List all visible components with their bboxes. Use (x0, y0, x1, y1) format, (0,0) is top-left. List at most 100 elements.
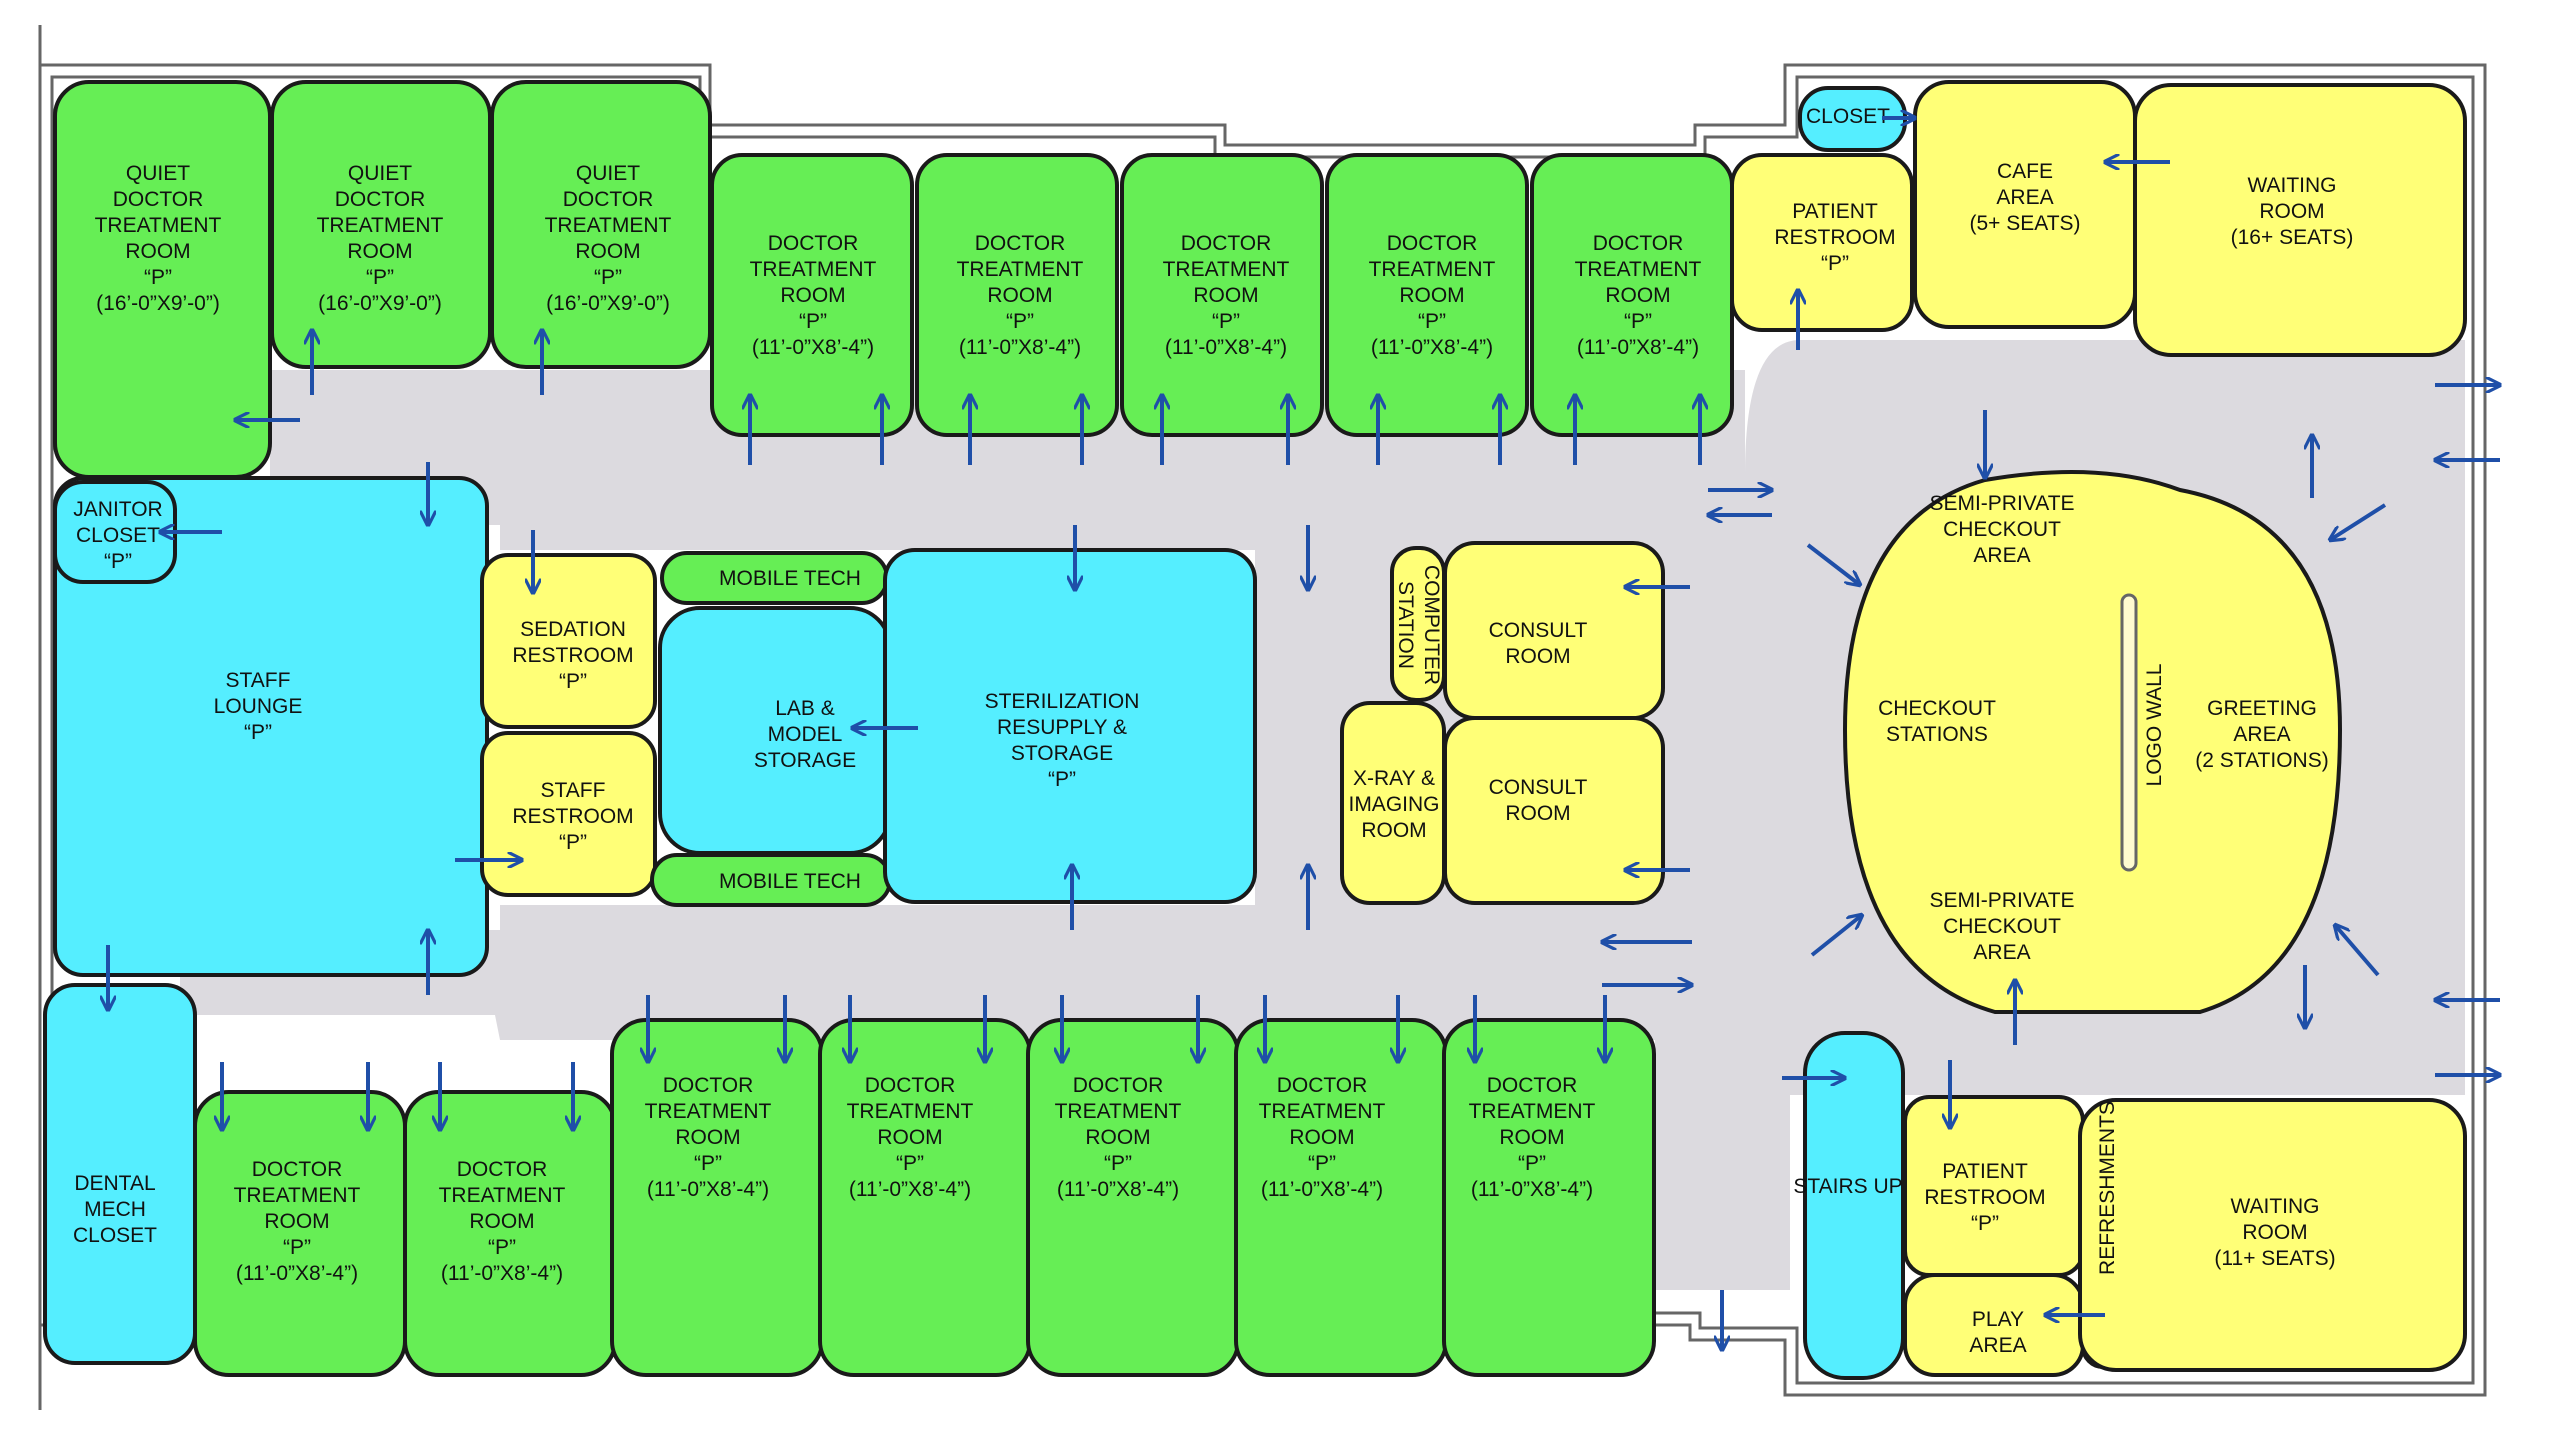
room-label-line: (11’-0”X8’-4”) (236, 1262, 358, 1285)
room-label-line: (5+ SEATS) (1969, 212, 2080, 235)
room-label-line: (11’-0”X8’-4”) (441, 1262, 563, 1285)
room-labels: QUIET DOCTOR TREATMENT ROOM “P” (16’-0”X9’-0”… (73, 105, 2353, 1357)
play-area-label: PLAY AREA (1969, 1308, 2026, 1357)
refreshments-label: REFRESHMENTS (2096, 1101, 2119, 1275)
staff-lounge (53, 476, 489, 977)
sedation-restroom (480, 553, 657, 729)
room-label-line: “P” (799, 310, 827, 333)
closet-label: CLOSET (1806, 105, 1890, 128)
room-label-line: COMPUTER (1420, 565, 1443, 685)
room-label-line: DENTAL (74, 1172, 155, 1195)
room-label-line: “P” (144, 266, 172, 289)
room-label-line: CLOSET (1806, 105, 1890, 128)
room-label-line: DOCTOR (865, 1074, 956, 1097)
room-label-line: “P” (1104, 1152, 1132, 1175)
room-label-line: TREATMENT (317, 214, 444, 237)
room-label-line: LAB & (775, 697, 835, 720)
room-label-line: DOCTOR (335, 188, 426, 211)
room-label-line: WAITING (2230, 1195, 2319, 1218)
room-label-line: “P” (1971, 1212, 1999, 1235)
room-label-line: DOCTOR (663, 1074, 754, 1097)
waiting-room-bottom (2078, 1098, 2467, 1372)
room-label-line: (11’-0”X8’-4”) (647, 1178, 769, 1201)
quiet-treatment-room-2-label: QUIET DOCTOR TREATMENT ROOM “P” (16’-0”X9’-0”… (317, 162, 444, 315)
room-label-line: “P” (1048, 768, 1076, 791)
room-label-line: “P” (488, 1236, 516, 1259)
room-label-line: “P” (594, 266, 622, 289)
room-label-line: RESUPPLY & (997, 716, 1127, 739)
room-label-line: RESTROOM (1774, 226, 1895, 249)
treatment-room-bottom-1 (193, 1090, 407, 1377)
room-label-line: RESTROOM (512, 644, 633, 667)
room-label-line: AREA (1973, 941, 2030, 964)
room-label-line: “P” (1212, 310, 1240, 333)
consult-room-2 (1443, 716, 1665, 905)
building-walls (38, 25, 2487, 1410)
room-label-line: X-RAY & (1353, 767, 1435, 790)
room-label-line: STERILIZATION (985, 690, 1140, 713)
room-label-line: JANITOR (73, 498, 162, 521)
room-label-line: ROOM (1193, 284, 1258, 307)
room-label-line: ROOM (575, 240, 640, 263)
room-label-line: (16’-0”X9’-0”) (318, 292, 442, 315)
room-label-line: ROOM (264, 1210, 329, 1233)
room-label-line: (11’-0”X8’-4”) (1577, 336, 1699, 359)
room-label-line: RESTROOM (1924, 1186, 2045, 1209)
room-label-line: DOCTOR (1387, 232, 1478, 255)
room-label-line: TREATMENT (750, 258, 877, 281)
room-label-line: RESTROOM (512, 805, 633, 828)
mobile-tech-1-label: MOBILE TECH (719, 567, 861, 590)
room-label-line: STORAGE (1011, 742, 1113, 765)
room-label-line: “P” (1821, 252, 1849, 275)
room-label-line: TREATMENT (1369, 258, 1496, 281)
flow-arrow (1806, 543, 1860, 585)
patient-restroom-top (1730, 153, 1914, 332)
room-label-line: ROOM (2259, 200, 2324, 223)
treatment-room-top-3 (1120, 153, 1324, 437)
room-label-line: MECH (84, 1198, 146, 1221)
treatment-room-top-2 (915, 153, 1119, 437)
room-label-line: TREATMENT (1575, 258, 1702, 281)
mobile-tech-2-label: MOBILE TECH (719, 870, 861, 893)
room-label-line: LOGO WALL (2143, 664, 2166, 787)
room-label-line: CONSULT (1489, 619, 1588, 642)
room-label-line: (16’-0”X9’-0”) (96, 292, 220, 315)
room-label-line: AREA (1969, 1334, 2026, 1357)
room-label-line: ROOM (347, 240, 412, 263)
room-label-line: QUIET (576, 162, 640, 185)
room-label-line: (11’-0”X8’-4”) (959, 336, 1081, 359)
rooms (43, 80, 2467, 1380)
room-label-line: ROOM (780, 284, 845, 307)
room-label-line: CLOSET (76, 524, 160, 547)
room-label-line: CONSULT (1489, 776, 1588, 799)
room-label-line: “P” (366, 266, 394, 289)
waiting-room-top (2133, 83, 2467, 357)
room-label-line: “P” (694, 1152, 722, 1175)
room-label-line: TREATMENT (1259, 1100, 1386, 1123)
room-label-line: DOCTOR (457, 1158, 548, 1181)
room-label-line: PLAY (1972, 1308, 2024, 1331)
room-label-line: (11’-0”X8’-4”) (1371, 336, 1493, 359)
room-label-line: ROOM (1085, 1126, 1150, 1149)
room-label-line: SEDATION (520, 618, 626, 641)
room-label-line: “P” (1308, 1152, 1336, 1175)
room-label-line: AREA (2233, 723, 2290, 746)
room-label-line: (11’-0”X8’-4”) (1057, 1178, 1179, 1201)
flow-arrows (108, 118, 2500, 1350)
room-label-line: TREATMENT (545, 214, 672, 237)
room-label-line: QUIET (348, 162, 412, 185)
room-label-line: (11’-0”X8’-4”) (1165, 336, 1287, 359)
